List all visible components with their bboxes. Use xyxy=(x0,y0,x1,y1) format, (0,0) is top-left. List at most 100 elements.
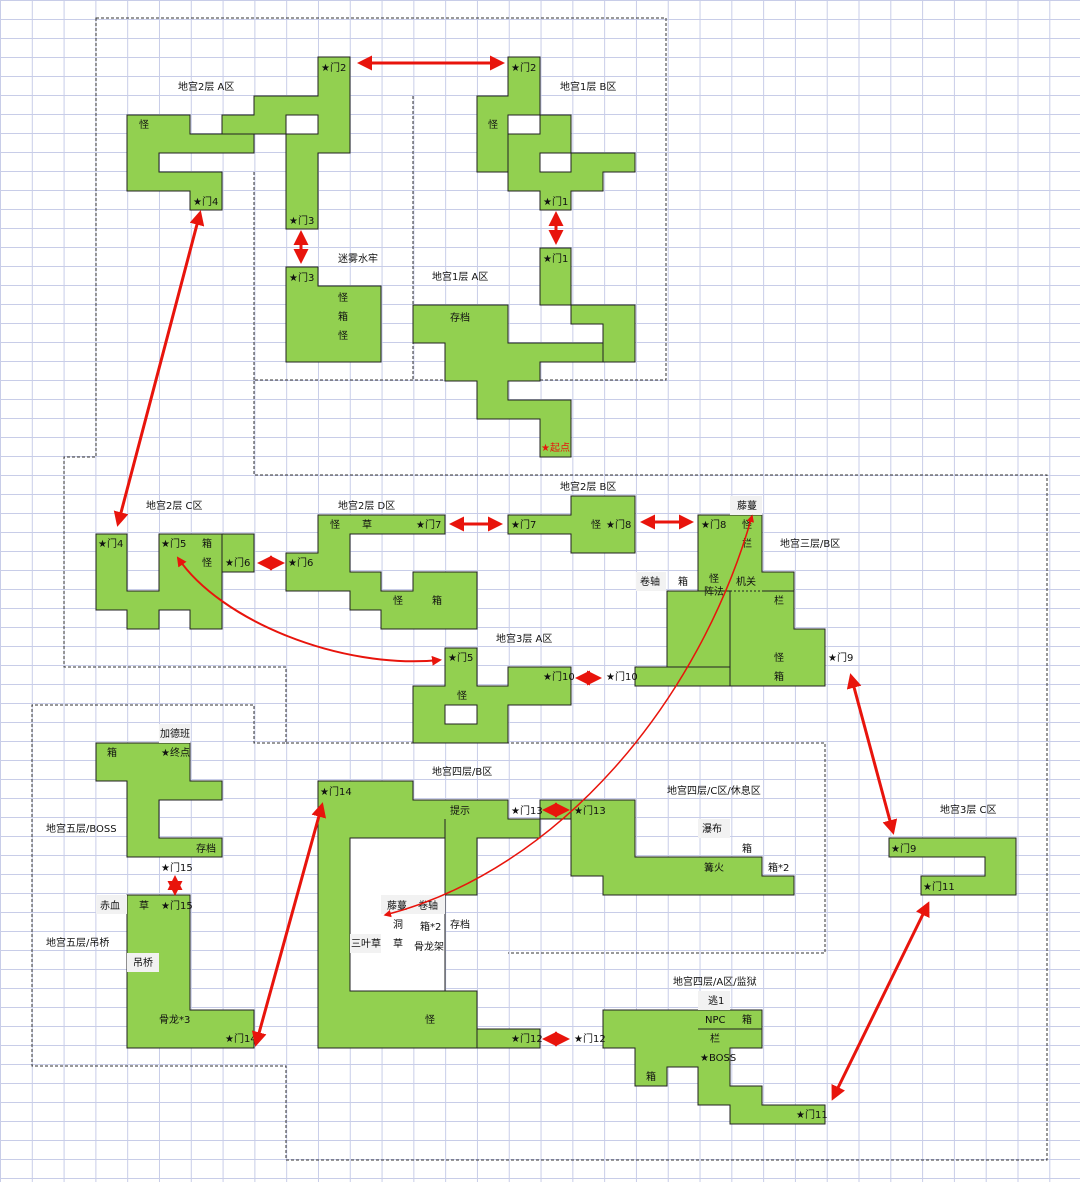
monster-marker: 怪 xyxy=(330,518,340,531)
grass-marker: 草 xyxy=(362,519,372,531)
hole-b4b-west xyxy=(349,837,446,992)
bonfire-marker: 篝火 xyxy=(704,861,724,874)
room-b2d xyxy=(285,514,478,630)
room-b3c xyxy=(888,837,1017,896)
door-6-b2d: ★门6 xyxy=(288,556,313,569)
area-b4b: 地宫四层/B区 xyxy=(432,765,492,778)
dragon-rack-marker: 骨龙架 xyxy=(414,940,444,953)
escape1-marker: 逃1 xyxy=(708,994,724,1007)
room-b3a xyxy=(412,647,572,744)
chest-marker: 箱 xyxy=(432,594,442,607)
door-10-b3a: ★门10 xyxy=(543,670,575,683)
area-b2a: 地宫2层 A区 xyxy=(178,80,234,93)
door-6-b2c: ★门6 xyxy=(225,556,250,569)
door-1-b1a: ★门1 xyxy=(543,252,568,265)
link-door4 xyxy=(113,210,205,527)
door-14-b5: ★门14 xyxy=(225,1032,257,1045)
area-mist-prison: 迷雾水牢 xyxy=(338,252,378,265)
door-10-b3b: ★门10 xyxy=(606,670,638,683)
jiadeban-marker: 加德班 xyxy=(160,727,190,740)
monster-marker: 怪 xyxy=(774,651,784,664)
chest-marker: 箱 xyxy=(742,1013,752,1026)
chest-marker: 箱 xyxy=(646,1070,656,1083)
chest-marker: 箱 xyxy=(774,670,784,683)
chest-marker: 箱 xyxy=(338,310,348,323)
door-13-b4b: ★门13 xyxy=(511,804,543,817)
door-7-b2d: ★门7 xyxy=(416,518,441,531)
grass-marker: 草 xyxy=(393,938,403,950)
save-marker: 存档 xyxy=(450,918,470,931)
door-3-mist: ★门3 xyxy=(289,271,314,284)
door-4-b2a: ★门4 xyxy=(193,195,218,208)
red-blood-marker: 赤血 xyxy=(100,899,120,912)
scroll-marker: 卷轴 xyxy=(640,575,660,588)
clover-marker: 三叶草 xyxy=(351,938,381,950)
chest-marker: 箱 xyxy=(202,537,212,550)
hole-b1b-b xyxy=(539,152,572,173)
chest-x2-marker: 箱*2 xyxy=(420,920,441,933)
door-13-b4c: ★门13 xyxy=(574,804,606,817)
area-b2b: 地宫2层 B区 xyxy=(560,480,616,493)
monster-marker: 怪 xyxy=(393,594,403,607)
area-b3a: 地宫3层 A区 xyxy=(496,632,552,645)
area-b1a: 地宫1层 A区 xyxy=(432,270,488,283)
door-5-b2c: ★门5 xyxy=(161,537,186,550)
door-1-b1b: ★门1 xyxy=(543,195,568,208)
door-9-b3b: ★门9 xyxy=(828,651,853,664)
save-marker: 存档 xyxy=(450,311,470,324)
room-b1a-west xyxy=(412,304,604,458)
monster-marker: 怪 xyxy=(338,291,348,304)
door-2-b2a: ★门2 xyxy=(321,61,346,74)
monster-marker: 怪 xyxy=(591,518,601,531)
door-15-b5-boss: ★门15 xyxy=(161,861,193,874)
bone-dragon-x3-marker: 骨龙*3 xyxy=(159,1013,190,1026)
monster-marker: 怪 xyxy=(202,556,212,569)
area-b4a: 地宫四层/A区/监狱 xyxy=(673,975,757,988)
cave-marker: 洞 xyxy=(393,919,403,931)
room-b4a xyxy=(602,1009,826,1125)
area-b1b: 地宫1层 B区 xyxy=(560,80,616,93)
hole-b3a xyxy=(444,704,478,725)
area-b5-boss: 地宫五层/BOSS xyxy=(46,822,117,835)
npc-marker: NPC xyxy=(705,1015,726,1026)
region-upper-outline xyxy=(31,17,1048,1161)
door-8-b3b: ★门8 xyxy=(701,518,726,531)
door-14-b4b: ★门14 xyxy=(320,785,352,798)
link-vine xyxy=(383,514,754,918)
monster-marker: 怪 xyxy=(457,689,467,702)
door-12-b4b: ★门12 xyxy=(511,1032,543,1045)
link-door9 xyxy=(846,673,898,835)
save-marker: 存档 xyxy=(196,842,216,855)
area-b3c: 地宫3层 C区 xyxy=(940,803,997,816)
waterfall-marker: 瀑布 xyxy=(702,823,722,835)
area-b4c: 地宫四层/C区/休息区 xyxy=(667,784,761,797)
connections xyxy=(113,55,930,1101)
door-7-b2b: ★门7 xyxy=(511,518,536,531)
end-marker: ★终点 xyxy=(161,746,190,759)
door-5-b3a: ★门5 xyxy=(448,651,473,664)
link-door14 xyxy=(251,802,327,1047)
fence-marker: 栏 xyxy=(710,1032,720,1045)
room-b5-boss xyxy=(95,742,223,858)
link-door11 xyxy=(831,901,930,1101)
region-divider-mid xyxy=(286,742,826,954)
hole-b1b-a xyxy=(507,114,541,135)
door-labels: ★门2 ★门2 ★门1 ★门1 ★门3 ★门3 ★门4 ★门4 ★门5 ★门5 … xyxy=(98,61,955,1121)
door-8-b2b: ★门8 xyxy=(606,518,631,531)
hole-b2a xyxy=(285,114,319,135)
boss-marker: ★BOSS xyxy=(700,1053,736,1064)
door-12-b4a: ★门12 xyxy=(574,1032,606,1045)
chest-marker: 箱 xyxy=(742,842,752,855)
fence-marker: 栏 xyxy=(774,594,784,607)
monster-marker: 怪 xyxy=(488,118,498,131)
room-b2a-west xyxy=(126,114,255,211)
area-b5-bridge: 地宫五层/吊桥 xyxy=(46,936,109,949)
monster-marker: 怪 xyxy=(338,329,348,342)
door-11-b3c: ★门11 xyxy=(923,880,955,893)
chest-x2-marker: 箱*2 xyxy=(768,861,789,874)
door-2-b1b: ★门2 xyxy=(511,61,536,74)
hint-marker: 提示 xyxy=(450,805,470,817)
area-b2c: 地宫2层 C区 xyxy=(146,499,203,512)
